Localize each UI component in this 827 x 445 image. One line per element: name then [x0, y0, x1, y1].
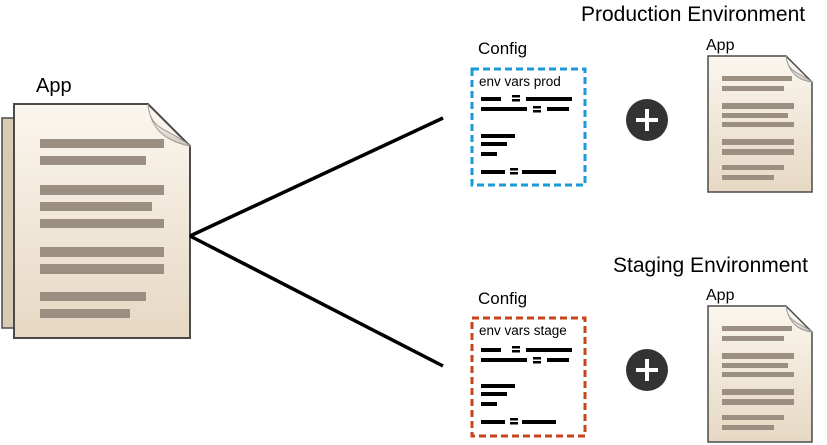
staging-app-label: App: [706, 287, 735, 304]
plus-circle-icon: [626, 99, 668, 141]
production-config-label: Config: [478, 39, 528, 58]
source-app-label: App: [36, 75, 72, 97]
app-document-icon-production: [707, 55, 814, 193]
connector-line-staging: [189, 234, 444, 368]
production-env-vars-label: env vars prod: [479, 74, 561, 89]
plus-circle-icon: [626, 349, 668, 391]
config-box-production: [470, 67, 587, 187]
staging-env-vars-label: env vars stage: [479, 323, 567, 338]
config-box-staging: [470, 316, 587, 438]
production-app-label: App: [706, 37, 735, 54]
connector-line-production: [189, 116, 444, 238]
production-environment-title: Production Environment: [581, 3, 806, 26]
app-document-icon: [1, 103, 192, 339]
staging-config-label: Config: [478, 289, 528, 308]
staging-environment-title: Staging Environment: [613, 254, 808, 277]
app-document-icon-staging: [707, 305, 814, 443]
